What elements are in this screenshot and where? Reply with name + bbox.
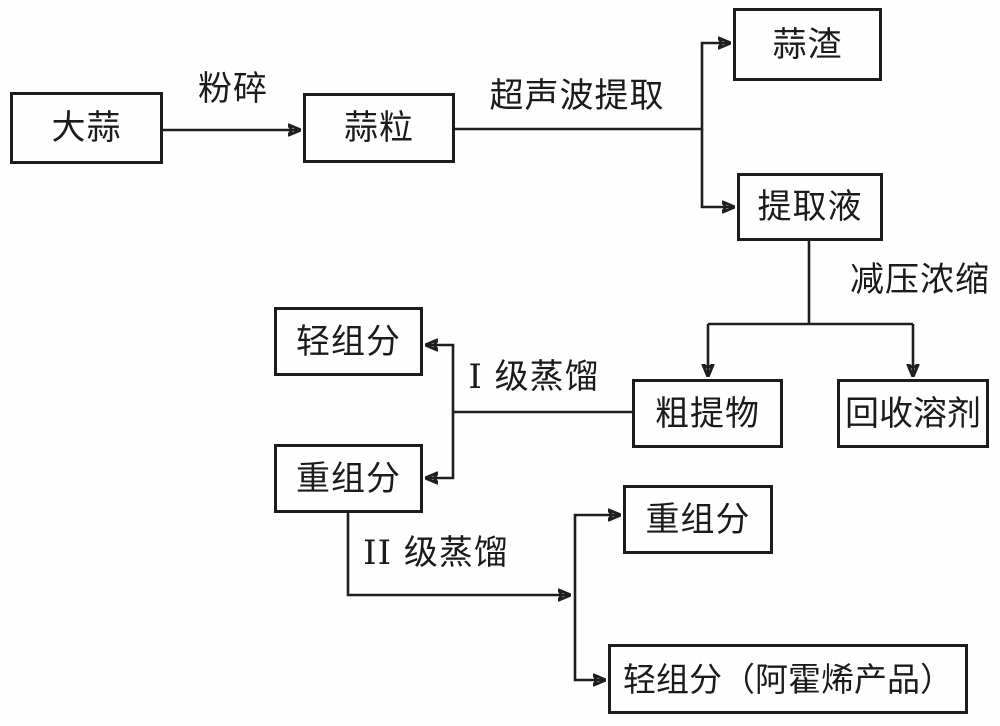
edge-dist2-to-product	[573, 595, 605, 680]
edge-granules-to-residue	[455, 43, 730, 131]
edge-granules-to-extract	[700, 129, 734, 207]
node-garlic-granules: 蒜粒	[303, 93, 455, 163]
node-heavy-fraction-1: 重组分	[274, 444, 423, 513]
node-garlic-residue: 蒜渣	[733, 8, 882, 81]
label-crush: 粉碎	[198, 69, 268, 109]
node-garlic: 大蒜	[10, 92, 163, 164]
node-light-fraction-1: 轻组分	[274, 307, 423, 376]
edge-dist1-to-light	[426, 345, 455, 412]
label-vacuum-concentration: 减压浓缩	[850, 260, 990, 300]
label-stage1-distillation: I 级蒸馏	[468, 357, 600, 397]
edge-heavy-to-dist2-junction	[346, 513, 570, 595]
edge-dist1-to-heavy	[426, 412, 455, 478]
node-extract-liquid: 提取液	[737, 173, 883, 241]
node-crude-extract: 粗提物	[632, 379, 783, 448]
label-ultrasonic-extraction: 超声波提取	[489, 76, 665, 116]
node-recovered-solvent: 回收溶剂	[837, 379, 989, 448]
node-light-fraction-product: 轻组分（阿霍烯产品）	[608, 644, 968, 714]
edge-dist2-to-heavy2	[573, 515, 620, 595]
label-stage2-distillation: II 级蒸馏	[363, 533, 509, 573]
node-heavy-fraction-2: 重组分	[623, 485, 773, 554]
